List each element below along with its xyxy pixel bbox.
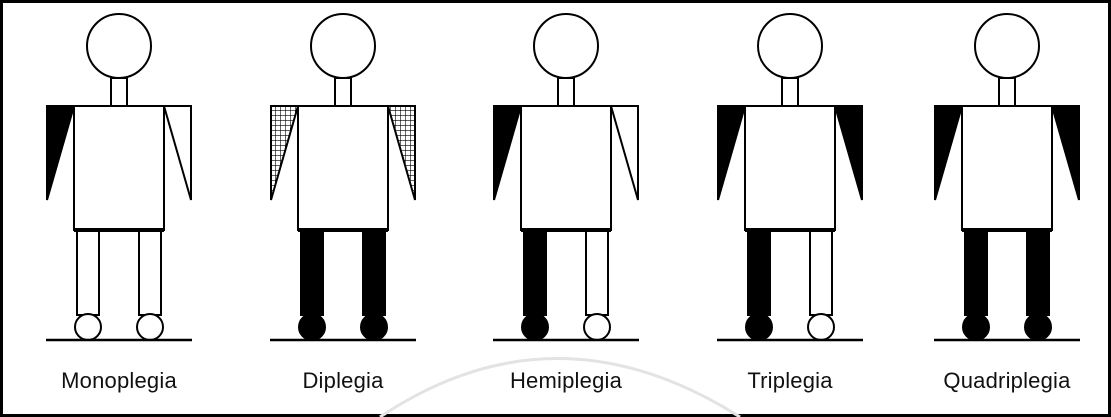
left-leg <box>301 231 323 315</box>
torso <box>521 106 611 230</box>
right-leg <box>810 231 832 315</box>
right-foot <box>361 314 387 340</box>
right-foot <box>584 314 610 340</box>
head <box>87 14 151 78</box>
head <box>758 14 822 78</box>
left-arm <box>271 106 298 200</box>
neck <box>782 78 798 106</box>
right-leg <box>363 231 385 315</box>
left-leg <box>965 231 987 315</box>
figure-hemiplegia <box>493 14 639 340</box>
caption-diplegia: Diplegia <box>302 368 383 394</box>
left-leg <box>748 231 770 315</box>
caption-quadriplegia: Quadriplegia <box>943 368 1070 394</box>
left-leg <box>77 231 99 315</box>
left-foot <box>299 314 325 340</box>
neck <box>335 78 351 106</box>
right-arm <box>611 106 638 200</box>
right-foot <box>137 314 163 340</box>
right-foot <box>808 314 834 340</box>
neck <box>111 78 127 106</box>
torso <box>962 106 1052 230</box>
right-arm <box>388 106 415 200</box>
figure-triplegia <box>717 14 863 340</box>
left-leg <box>524 231 546 315</box>
head <box>311 14 375 78</box>
head <box>534 14 598 78</box>
caption-hemiplegia: Hemiplegia <box>510 368 622 394</box>
right-foot <box>1025 314 1051 340</box>
right-arm <box>164 106 191 200</box>
figure-quadriplegia <box>934 14 1080 340</box>
figure-diplegia <box>270 14 416 340</box>
right-arm <box>835 106 862 200</box>
right-arm <box>1052 106 1079 200</box>
left-arm <box>718 106 745 200</box>
neck <box>558 78 574 106</box>
left-arm <box>494 106 521 200</box>
left-arm <box>935 106 962 200</box>
right-leg <box>586 231 608 315</box>
left-arm <box>47 106 74 200</box>
figure-monoplegia <box>46 14 192 340</box>
neck <box>999 78 1015 106</box>
right-leg <box>139 231 161 315</box>
left-foot <box>963 314 989 340</box>
torso <box>745 106 835 230</box>
torso <box>298 106 388 230</box>
right-leg <box>1027 231 1049 315</box>
left-foot <box>746 314 772 340</box>
left-foot <box>522 314 548 340</box>
head <box>975 14 1039 78</box>
caption-triplegia: Triplegia <box>747 368 832 394</box>
torso <box>74 106 164 230</box>
caption-monoplegia: Monoplegia <box>61 368 177 394</box>
left-foot <box>75 314 101 340</box>
